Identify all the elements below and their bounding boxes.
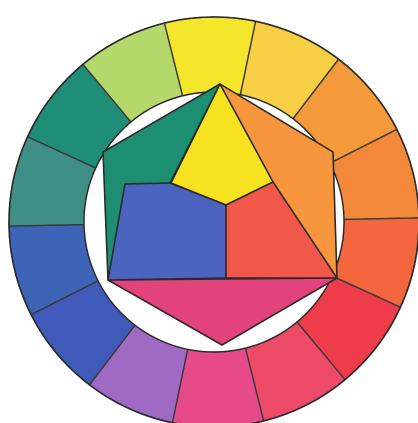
blue-triangle: [108, 183, 226, 280]
